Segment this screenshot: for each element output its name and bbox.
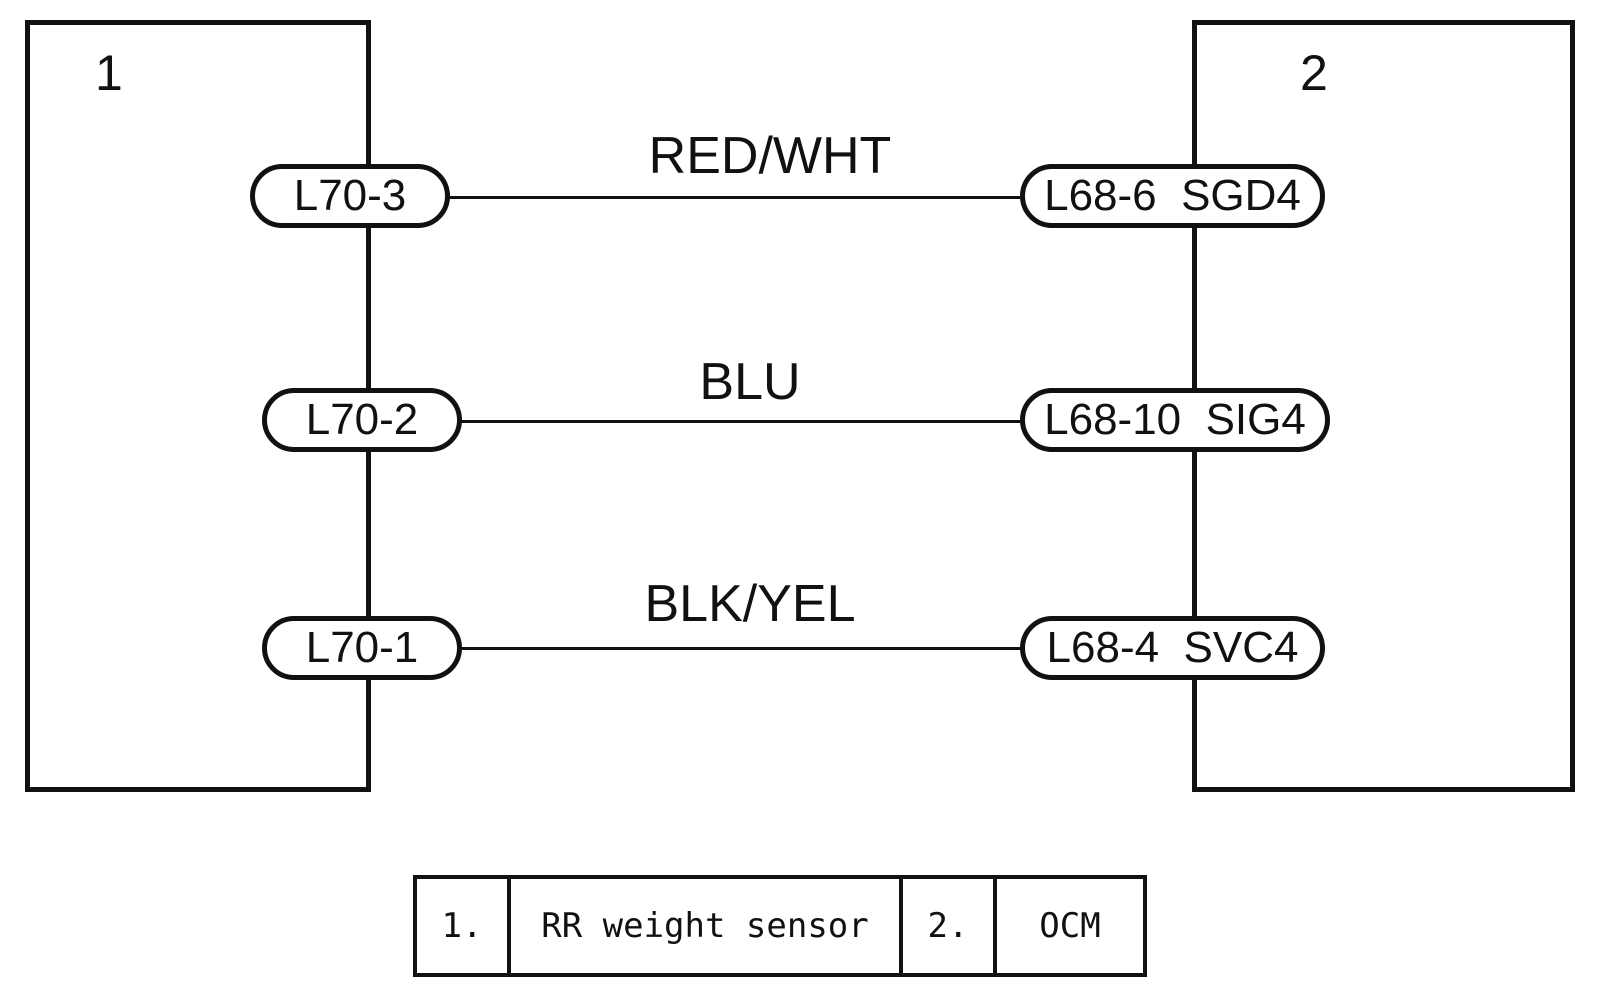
pin-l70-2: L70-2	[262, 388, 462, 452]
component-1-number: 1	[95, 45, 123, 101]
wire-label-blu: BLU	[699, 353, 801, 411]
wire-label-red-wht: RED/WHT	[648, 127, 892, 185]
wire-blk-yel	[450, 647, 1030, 650]
legend-number-2: 2.	[903, 879, 997, 973]
pin-l68-4-svc4: L68-4 SVC4	[1020, 616, 1325, 680]
legend-name-1: RR weight sensor	[511, 879, 903, 973]
legend-table: 1. RR weight sensor 2. OCM	[413, 875, 1147, 977]
pin-l70-1: L70-1	[262, 616, 462, 680]
pin-l70-3: L70-3	[250, 164, 450, 228]
wire-blu	[450, 420, 1030, 423]
component-2-number: 2	[1300, 45, 1328, 101]
pin-l68-10-sig4: L68-10 SIG4	[1020, 388, 1330, 452]
pin-l68-6-sgd4: L68-6 SGD4	[1020, 164, 1325, 228]
wire-red-wht	[440, 196, 1030, 199]
legend-name-2: OCM	[1039, 906, 1101, 946]
legend-number-1: 1.	[417, 879, 511, 973]
wire-label-blk-yel: BLK/YEL	[644, 575, 856, 633]
